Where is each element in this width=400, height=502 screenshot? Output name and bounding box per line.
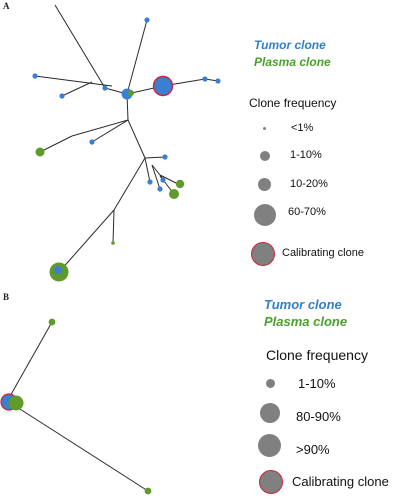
plasma-node [169,189,179,199]
tree-edge [39,135,73,153]
tumor-node [215,78,221,84]
tumor-node [54,266,62,274]
tree-edge [112,209,115,244]
tree-edge [71,119,129,137]
tree-edge [151,164,165,181]
calibrating-clone-label-b: Calibrating clone [292,474,389,489]
tumor-node [162,154,168,160]
plasma-node [111,241,115,245]
calibrating-node [152,75,174,97]
panel-b-label: B [3,292,10,302]
plasma-node [175,179,185,189]
tumor-node [160,177,166,183]
size-swatch-10-20 [258,178,271,191]
tree-edge [151,164,161,190]
size-swatch-60-70 [254,204,276,226]
clone-frequency-title: Clone frequency [249,96,337,110]
panel-a-tree [32,4,221,282]
tumor-node [147,179,153,185]
tree-edge [91,119,129,143]
size-label-1-10: 1-10% [290,149,322,161]
size-label-b-80-90: 80-90% [296,409,341,424]
calibrating-clone-label: Calibrating clone [282,247,364,259]
panel-a-label: A [3,1,10,11]
tumor-clone-legend-label: Tumor clone [254,38,326,52]
tree-edge [8,401,149,492]
size-label-b-1-10: 1-10% [298,376,336,391]
tumor-node [202,76,208,82]
tree-edge [159,174,179,185]
plasma-node [35,147,45,157]
size-swatch-lt1 [263,127,266,130]
clone-frequency-title-b: Clone frequency [266,347,368,363]
tumor-node [89,139,95,145]
size-swatch-1-10 [260,151,270,161]
tree-edge [126,19,148,95]
size-swatch-b-gt90 [258,434,281,457]
tree-edge [127,119,146,159]
tumor-node [102,85,108,91]
size-label-10-20: 10-20% [290,178,328,190]
tumor-node [32,73,38,79]
tumor-node [157,186,163,192]
panel-b-tree [0,318,152,495]
tree-edge [61,81,93,97]
plasma-node [48,318,56,326]
tree-edge [144,157,151,183]
size-label-lt1: <1% [291,122,314,134]
size-swatch-b-80-90 [260,403,280,423]
tree-edge [59,209,115,272]
tree-edge [54,4,106,89]
tumor-node [59,93,65,99]
plasma-node [144,487,152,495]
size-label-60-70: 60-70% [288,206,326,218]
size-label-b-gt90: >90% [296,442,330,457]
tumor-node [144,17,150,23]
tree-edge [144,156,166,159]
tree-edge [8,321,53,399]
plasma-clone-legend-label-b: Plasma clone [264,314,348,329]
tumor-clone-legend-label-b: Tumor clone [264,297,342,312]
size-swatch-b-1-10 [266,379,275,388]
plasma-node [128,90,134,96]
plasma-node [8,395,24,411]
plasma-clone-legend-label: Plasma clone [254,55,331,69]
tree-edge [113,157,146,211]
tree-edge [34,75,113,87]
calibrating-clone-swatch-b [259,470,283,494]
calibrating-clone-swatch [251,242,275,266]
